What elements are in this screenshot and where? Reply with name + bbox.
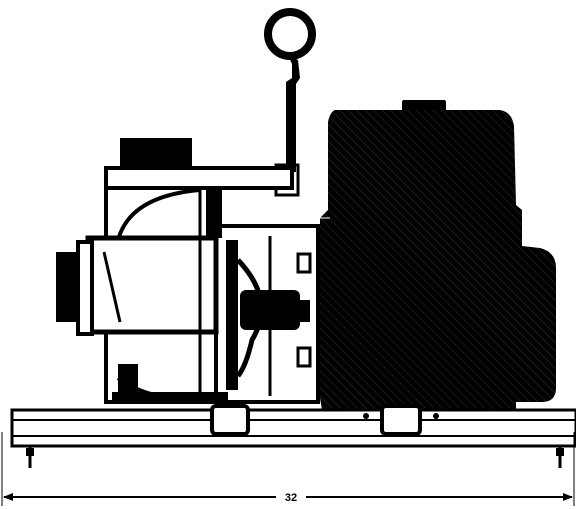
pump-housing [85,138,294,404]
overall-length-dimension: 32 [1,432,575,506]
base-frame [10,404,576,468]
overall-length-label: 32 [285,492,297,504]
suction-flange [56,240,94,336]
pump-adapter [212,224,320,404]
engine-block [320,100,556,410]
